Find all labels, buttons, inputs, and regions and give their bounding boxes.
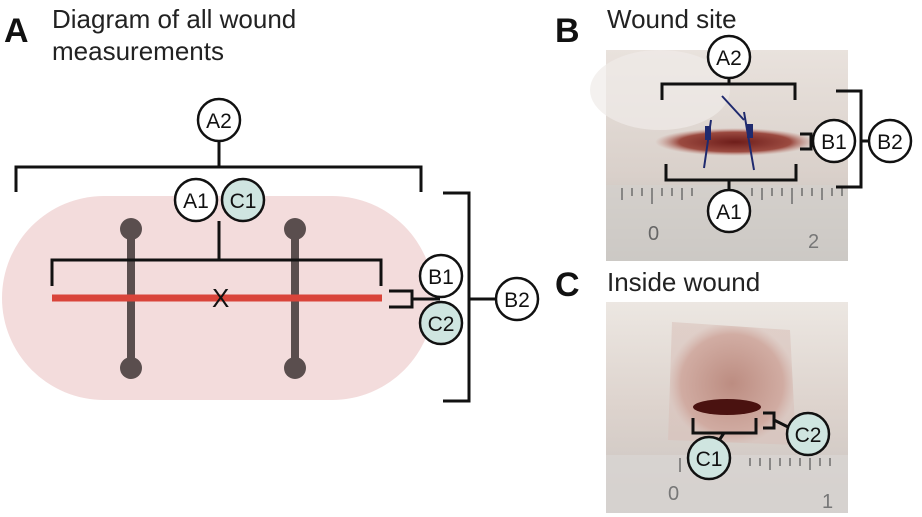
photo-bracket-b2 bbox=[836, 89, 863, 189]
panel-a-title-line2: measurements bbox=[52, 36, 224, 66]
ruler-mark-two-b: 2 bbox=[808, 231, 819, 253]
ruler-mark-zero-b: 0 bbox=[648, 223, 659, 245]
photo-label-circle-a1 bbox=[706, 188, 752, 234]
panel-a: A Diagram of all wound measurements X A2… bbox=[2, 4, 540, 403]
label-b2: B2 bbox=[504, 289, 530, 312]
label-circle-b2 bbox=[494, 276, 540, 322]
photo-label-a1: A1 bbox=[716, 201, 742, 224]
label-circle-c1 bbox=[220, 177, 266, 223]
panel-b: B Wound site 0 bbox=[555, 4, 913, 261]
photo-bracket-c1 bbox=[691, 418, 758, 435]
panel-c-title: Inside wound bbox=[607, 267, 760, 297]
label-c2: C2 bbox=[428, 313, 455, 336]
label-circle-b1 bbox=[418, 253, 464, 299]
photo-bracket-a1 bbox=[664, 164, 798, 182]
label-b1: B1 bbox=[428, 266, 454, 289]
panel-letter-b: B bbox=[555, 12, 580, 50]
label-a1: A1 bbox=[183, 190, 209, 213]
photo-label-circle-a2 bbox=[706, 34, 752, 80]
photo-label-circle-b2 bbox=[867, 118, 913, 164]
photo-label-a2: A2 bbox=[716, 47, 742, 70]
label-a2: A2 bbox=[206, 110, 232, 133]
label-c1: C1 bbox=[230, 190, 257, 213]
inside-wound-photo: 0 1 bbox=[606, 302, 848, 513]
label-circle-a2 bbox=[196, 97, 242, 143]
label-circle-c2 bbox=[418, 300, 464, 346]
photo-label-c2: C2 bbox=[795, 424, 822, 447]
photo-label-b2: B2 bbox=[877, 131, 903, 154]
ruler-mark-one-c: 1 bbox=[822, 491, 833, 513]
photo-label-circle-c1 bbox=[686, 435, 732, 481]
panel-letter-c: C bbox=[555, 266, 580, 304]
photo-label-c1: C1 bbox=[696, 448, 723, 471]
photo-label-circle-b1 bbox=[811, 118, 857, 164]
label-circle-a1 bbox=[173, 177, 219, 223]
bracket-a2 bbox=[14, 165, 423, 192]
photo-label-circle-c2 bbox=[785, 411, 831, 457]
panel-a-title-line1: Diagram of all wound bbox=[52, 4, 296, 34]
panel-b-title: Wound site bbox=[607, 4, 737, 34]
incision-center-x: X bbox=[212, 283, 229, 313]
bracket-b2 bbox=[443, 191, 471, 403]
panel-c: C Inside wound 0 1 C1 bbox=[555, 266, 848, 513]
photo-label-b1: B1 bbox=[821, 131, 847, 154]
ruler-mark-zero-c: 0 bbox=[668, 483, 679, 505]
panel-letter-a: A bbox=[4, 12, 29, 50]
bracket-a1-c1 bbox=[50, 258, 383, 286]
